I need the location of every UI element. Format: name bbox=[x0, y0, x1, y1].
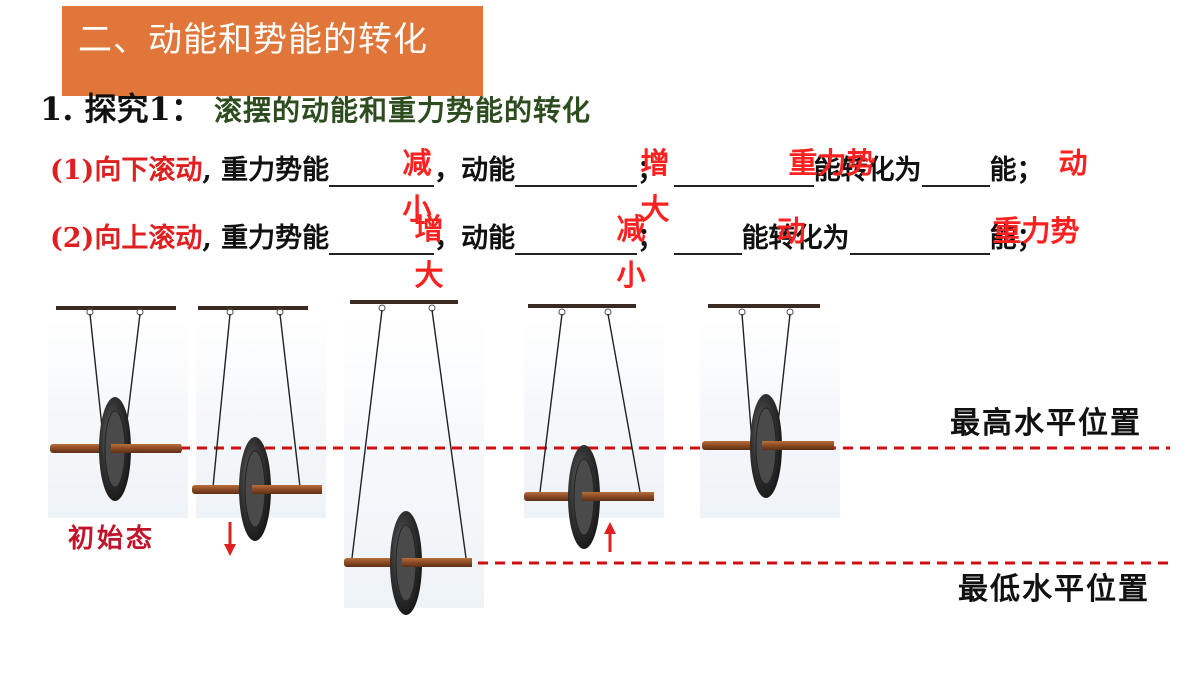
line2-comma: , bbox=[202, 223, 212, 254]
line1-text-1: 重力势能 bbox=[221, 155, 330, 186]
line1-blank-3[interactable] bbox=[673, 155, 814, 187]
line1-text-2: ，动能 bbox=[434, 155, 516, 186]
line1-text-4: 能转化为 bbox=[813, 155, 922, 186]
initial-state-label: 初始态 bbox=[68, 524, 156, 554]
line1-blank-1[interactable] bbox=[329, 155, 435, 187]
answer-2-2: 减小 bbox=[616, 212, 646, 292]
wheel-position-1 bbox=[50, 306, 182, 501]
question-line-2: (2)向上滚动, 重力势能 ，动能 ； 能转化为 能； bbox=[50, 216, 1044, 255]
heading: 1. 探究1： 滚摆的动能和重力势能的转化 bbox=[40, 84, 591, 130]
answer-1-3: 重力势 bbox=[788, 146, 876, 180]
heading-number: 1. bbox=[40, 90, 74, 128]
line1-blank-4[interactable] bbox=[921, 155, 990, 187]
line1-text-5: 能； bbox=[989, 155, 1044, 186]
wheel-position-5 bbox=[702, 304, 834, 498]
question-line-1: (1)向下滚动, 重力势能 ，动能 ； 能转化为 能； bbox=[50, 148, 1044, 187]
line1-text-3: ； bbox=[637, 155, 665, 186]
lowest-position-label: 最低水平位置 bbox=[958, 572, 1150, 607]
wheel-position-2 bbox=[192, 306, 322, 556]
line2-blank-3[interactable] bbox=[673, 223, 742, 255]
line2-blank-1[interactable] bbox=[329, 223, 435, 255]
line2-prefix: (2)向上滚动 bbox=[50, 223, 203, 254]
line2-text-3: ； bbox=[637, 223, 665, 254]
answer-1-4: 动 bbox=[1058, 146, 1088, 180]
heading-label: 探究1： bbox=[84, 90, 203, 128]
line1-prefix: (1)向下滚动 bbox=[50, 155, 203, 186]
line1-blank-2[interactable] bbox=[515, 155, 638, 187]
section-title: 二、动能和势能的转化 bbox=[62, 6, 483, 96]
answer-1-1: 减小 bbox=[402, 146, 432, 226]
line2-blank-2[interactable] bbox=[515, 223, 638, 255]
line2-text-1: 重力势能 bbox=[221, 223, 330, 254]
wheel-position-3 bbox=[344, 300, 472, 615]
line2-text-2: ，动能 bbox=[434, 223, 516, 254]
line2-text-5: 能； bbox=[989, 223, 1044, 254]
line2-text-4: 能转化为 bbox=[741, 223, 850, 254]
wheel-position-4 bbox=[524, 304, 654, 552]
answer-2-4: 重力势 bbox=[992, 214, 1080, 248]
answer-2-1: 增大 bbox=[414, 212, 444, 292]
answer-1-2: 增大 bbox=[640, 146, 670, 226]
heading-subtitle: 滚摆的动能和重力势能的转化 bbox=[213, 94, 591, 127]
answer-2-3: 动 bbox=[776, 214, 806, 248]
line2-blank-4[interactable] bbox=[849, 223, 990, 255]
highest-position-label: 最高水平位置 bbox=[950, 406, 1142, 441]
line1-comma: , bbox=[202, 155, 212, 186]
